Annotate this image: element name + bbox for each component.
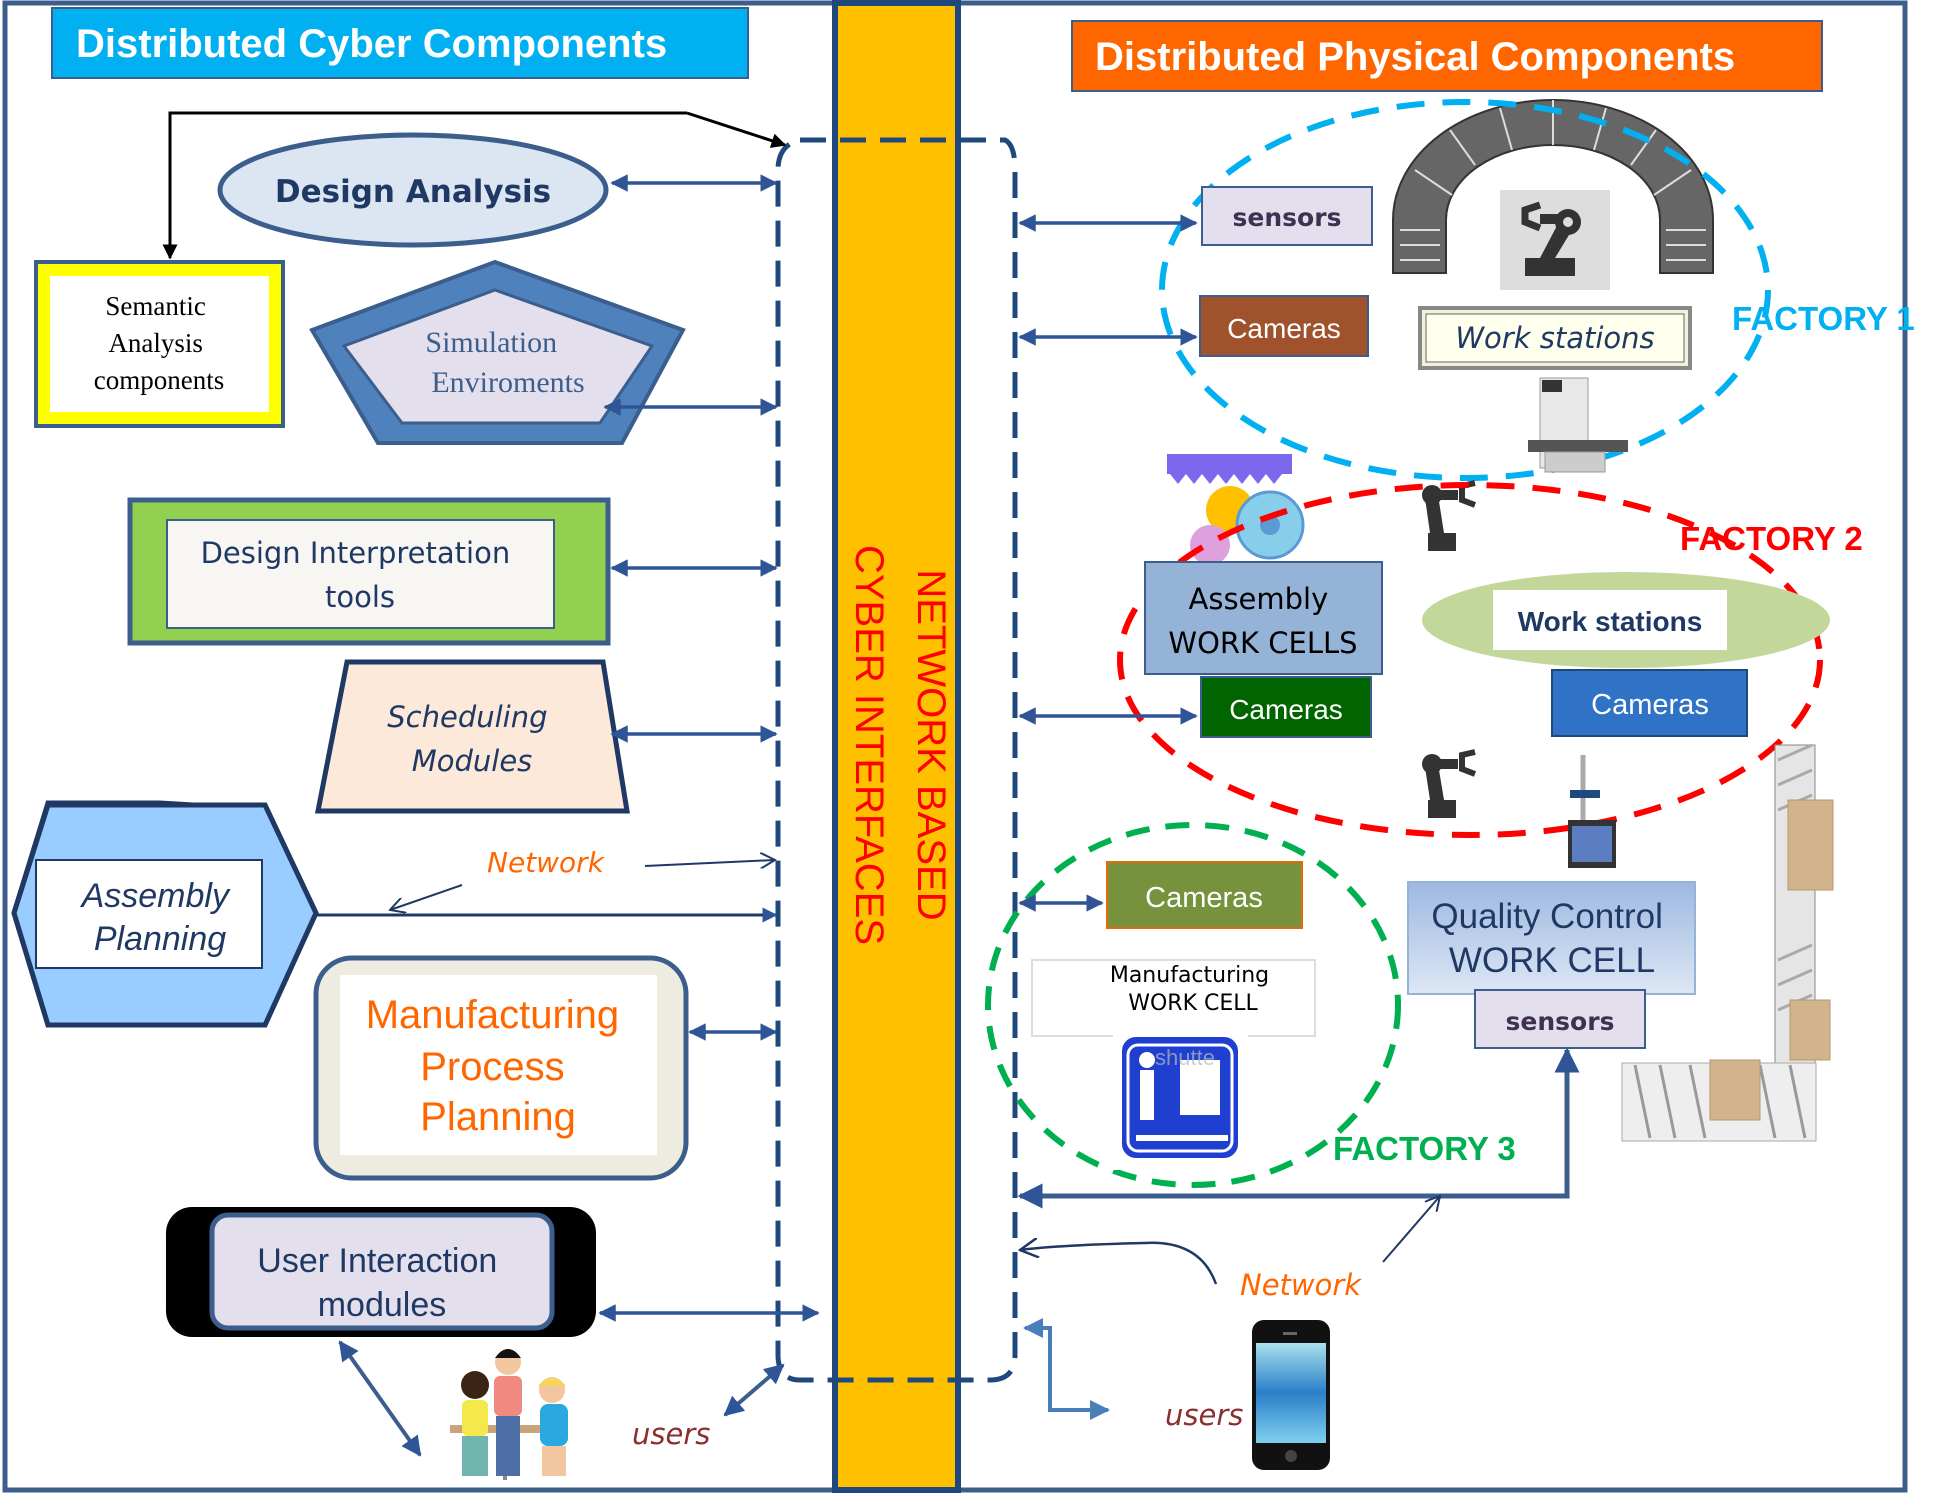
scheduling-node[interactable] [314,659,630,814]
factory-2-cameras-blue-label: Cameras [1591,689,1709,721]
factory-2-work-stations-label: Work stations [1518,606,1703,637]
factory-1-label: FACTORY 1 [1732,300,1915,337]
cyber-users-label: users [632,1417,710,1451]
users-group-illustration [450,1349,568,1480]
smartphone-icon [1252,1320,1330,1470]
assembly-planning-inner [35,859,263,969]
simulation-label: Simulation Enviroments [425,326,584,399]
cyber-interface-dashed-bus [775,137,1018,1383]
factory-2-cameras-green-label: Cameras [1229,694,1343,725]
user-interaction-label: User Interaction modules [257,1242,506,1324]
simulation-inner [341,288,655,425]
network-to-bus-curve [1020,1243,1218,1285]
factory-2-cameras-green[interactable] [1200,676,1372,738]
semantic-analysis-inner [50,276,269,412]
qc-to-bus-link [1017,1047,1580,1209]
factory-2-work-stations[interactable] [1493,590,1727,650]
robot-arm-icon-3 [1422,749,1477,818]
cmm-machine-icon [1568,755,1616,868]
watermark-text: shutte [1155,1045,1215,1070]
network-to-assembly-arrow [390,884,463,910]
factory-2-cameras-blue[interactable] [1551,669,1748,737]
gears-icon [1167,454,1305,565]
cnc-machine-icon: shutte [1113,1030,1248,1170]
factory-1-work-stations-inner [1425,313,1685,363]
scheduling-label: Scheduling Modules [387,700,556,778]
factory-2-assembly-cells[interactable] [1144,561,1383,675]
network-bus-label: NETWORK BASED [909,569,953,920]
network-to-bus-arrow [644,860,775,866]
factory-2-assembly-cells-label: Assembly WORK CELLS [1168,582,1357,660]
conveyor-rollers [1400,100,1706,261]
factory-1-cameras-label: Cameras [1227,313,1341,344]
cyber-network-label: Network [487,846,606,879]
users-to-bus-arrow [723,1363,785,1417]
factory-2-label: FACTORY 2 [1680,520,1863,557]
qc-sensors-label: sensors [1506,1007,1615,1036]
qc-work-cell-label: Quality Control WORK CELL [1431,897,1672,980]
robot-arm-icon-2 [1422,480,1477,551]
semantic-analysis-label: Semantic Analysis components [94,291,224,395]
user-interaction-inner [209,1212,555,1331]
physical-header-box [1071,20,1823,92]
cyber-header-text: Distributed Cyber Components [76,22,667,66]
mpp-label: Manufacturing Process Planning [366,993,631,1139]
factory-3-label: FACTORY 3 [1333,1130,1516,1167]
physical-header-text: Distributed Physical Components [1095,35,1735,79]
factory-3-mfg-cell-label: Manufacturing WORK CELL [1110,963,1276,1016]
factory-3-group: Cameras Manufacturing WORK CELL shutte F… [985,822,1516,1188]
user-interaction-to-users-arrow [338,1340,422,1457]
cyber-header-box [51,7,749,79]
design-interpretation-inner [166,519,555,629]
factory-2-group: Assembly WORK CELLS Cameras Work station… [1018,454,1863,868]
factory-1-boundary [1159,99,1771,481]
robot-arm-icon [1521,201,1581,276]
curved-conveyor-icon [1392,99,1714,274]
factory-1-sensors-label: sensors [1233,203,1342,232]
design-analysis-label: Design Analysis [275,174,551,210]
network-bus-bar [832,0,961,1493]
bus-line-2: CYBER INTERFACES [847,545,891,945]
mpp-inner [340,975,657,1155]
factory-1-cameras[interactable] [1199,295,1369,357]
assembly-planning-label: Assembly Planning [80,877,239,958]
qc-sensors[interactable] [1474,989,1646,1049]
factory-3-cameras-label: Cameras [1145,882,1263,914]
factory-1-sensors[interactable] [1201,186,1373,246]
factory-2-boundary [1117,482,1823,838]
physical-network-label: Network [1240,1268,1362,1302]
bus-to-mobile-users-link [1023,1318,1110,1420]
design-feed-arrow [686,111,787,148]
bus-line-1: NETWORK BASED [909,569,953,920]
factory-1-group: sensors Cameras Work stations FACTORY 1 [1018,99,1915,481]
factory-3-mfg-cell[interactable] [1031,959,1316,1037]
network-to-qc-arrow [1382,1196,1440,1263]
factory-3-cameras[interactable] [1106,861,1303,929]
conveyor-with-boxes-illustration [1621,743,1834,1142]
factory-1-work-stations-label: Work stations [1455,321,1654,355]
design-analysis-node[interactable] [217,132,609,248]
semantic-feedback-arrow [162,111,687,260]
milling-machine-icon [1528,377,1628,473]
qc-work-cell[interactable] [1407,881,1696,995]
design-interpretation-label: Design Interpretation tools [201,536,520,614]
physical-users-label: users [1165,1398,1243,1432]
